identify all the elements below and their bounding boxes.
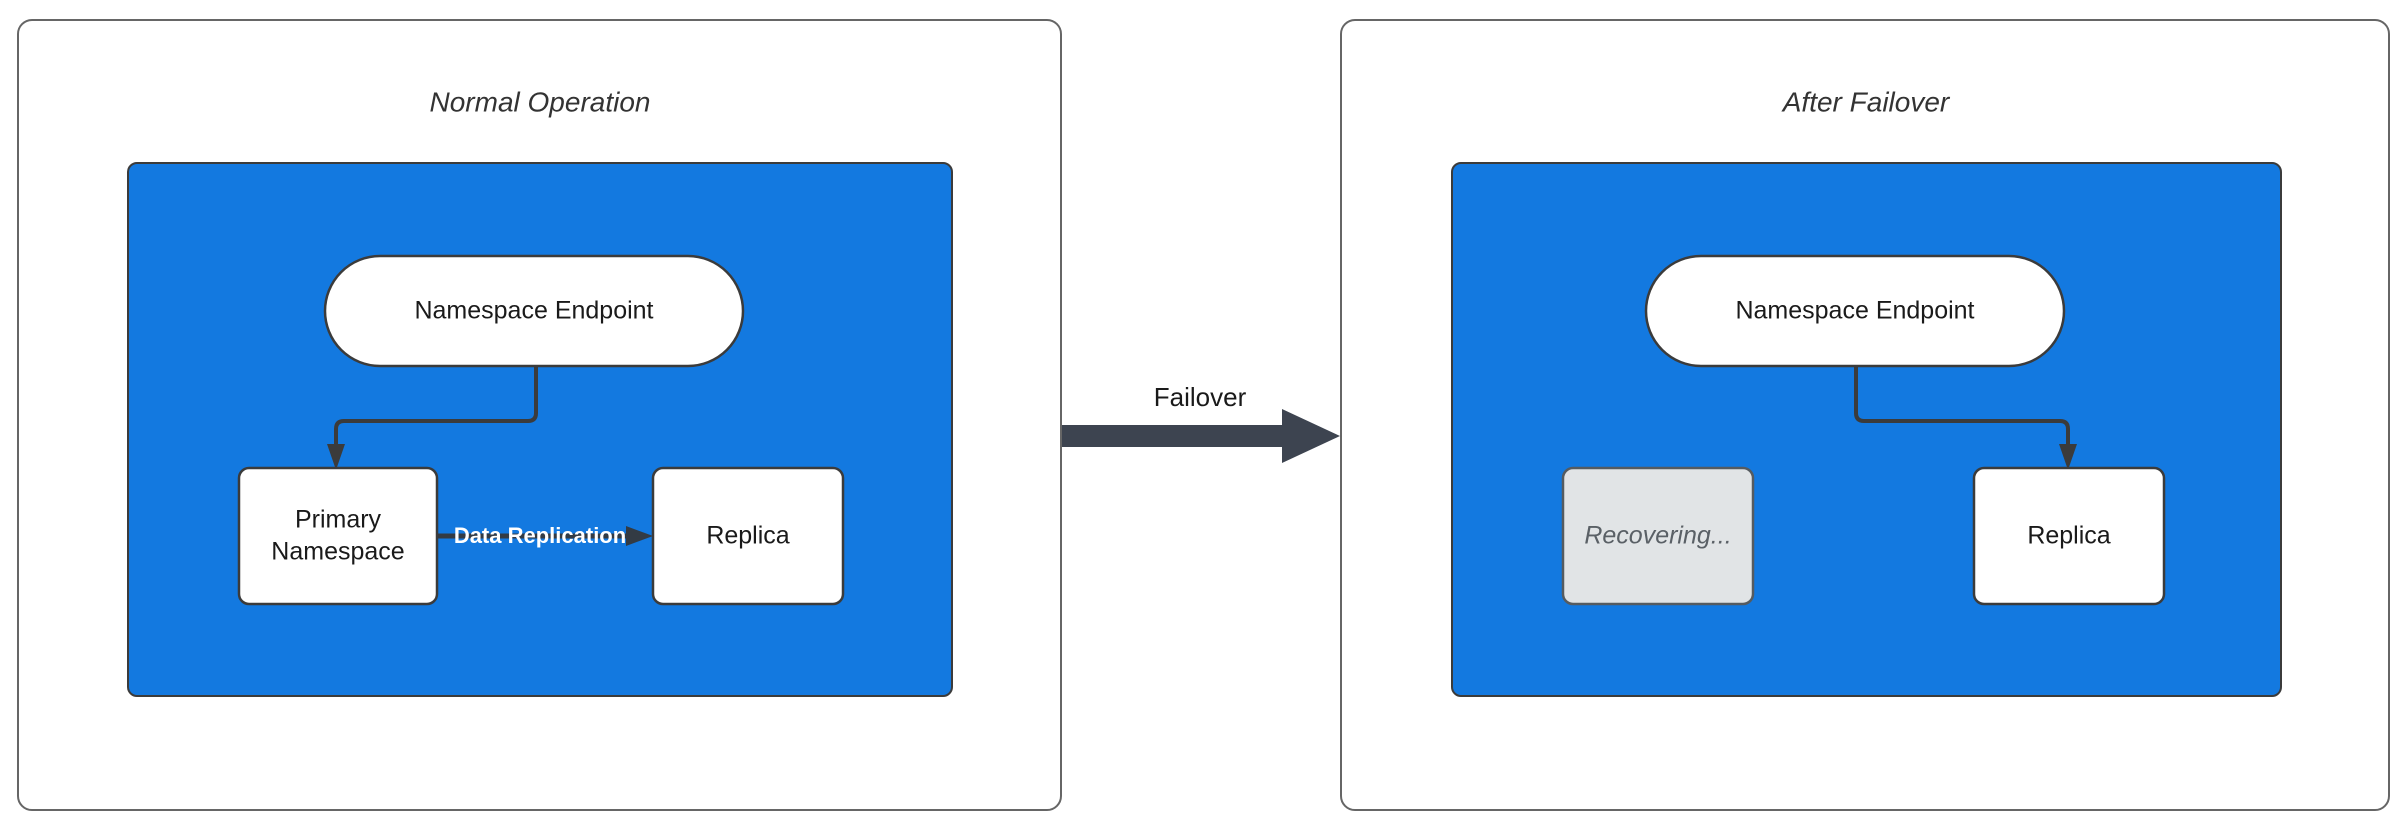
edge-endpoint-to-primary [327, 366, 538, 470]
node-primary-namespace-shape[interactable] [237, 466, 439, 606]
cluster-box-normal-operation [127, 162, 953, 697]
node-endpoint-left-label: Namespace Endpoint [414, 297, 653, 325]
node-replica-right-label: Replica [2027, 522, 2110, 550]
failover-arrow-label: Failover [1154, 382, 1247, 412]
node-endpoint-right-shape[interactable] [1644, 254, 2066, 368]
edge-endpoint-to-replica-arrowhead [2059, 444, 2077, 470]
edge-primary-to-replica-arrowhead [626, 526, 653, 546]
panel-normal-operation: Normal Operation Data Replication Namesp… [17, 19, 1062, 811]
panel-title-normal-operation: Normal Operation [430, 86, 651, 117]
panel-title-after-failover: After Failover [1781, 86, 1951, 117]
failover-transition: Failover [1062, 382, 1340, 463]
node-primary-namespace[interactable]: Primary Namespace [237, 466, 439, 606]
node-recovering[interactable]: Recovering... [1561, 466, 1755, 606]
node-replica-right[interactable]: Replica [1972, 466, 2166, 606]
node-endpoint-left[interactable]: Namespace Endpoint [323, 254, 745, 368]
failover-arrow-head [1282, 409, 1340, 463]
node-replica-left[interactable]: Replica [651, 466, 845, 606]
node-primary-namespace-label-line1: Primary [295, 506, 382, 534]
edge-endpoint-to-replica [1854, 366, 2077, 470]
edge-label-data-replication: Data Replication [454, 523, 626, 548]
edge-primary-to-replica: Data Replication [437, 523, 653, 548]
node-replica-left-label: Replica [706, 522, 789, 550]
node-endpoint-right[interactable]: Namespace Endpoint [1644, 254, 2066, 368]
node-recovering-label: Recovering... [1584, 522, 1731, 550]
cluster-box-after-failover [1451, 162, 2282, 697]
node-recovering-shape[interactable] [1561, 466, 1755, 606]
panel-after-failover: After Failover Namespace Endpoint Recove… [1340, 19, 2390, 811]
node-replica-right-shape[interactable] [1972, 466, 2166, 606]
node-endpoint-right-label: Namespace Endpoint [1735, 297, 1974, 325]
failover-arrow-shaft [1062, 425, 1287, 447]
node-endpoint-left-shape[interactable] [323, 254, 745, 368]
node-primary-namespace-label-line2: Namespace [271, 538, 404, 566]
node-replica-left-shape[interactable] [651, 466, 845, 606]
edge-endpoint-to-primary-path [334, 366, 538, 452]
edge-endpoint-to-replica-path [1854, 366, 2070, 452]
edge-endpoint-to-primary-arrowhead [327, 444, 345, 470]
